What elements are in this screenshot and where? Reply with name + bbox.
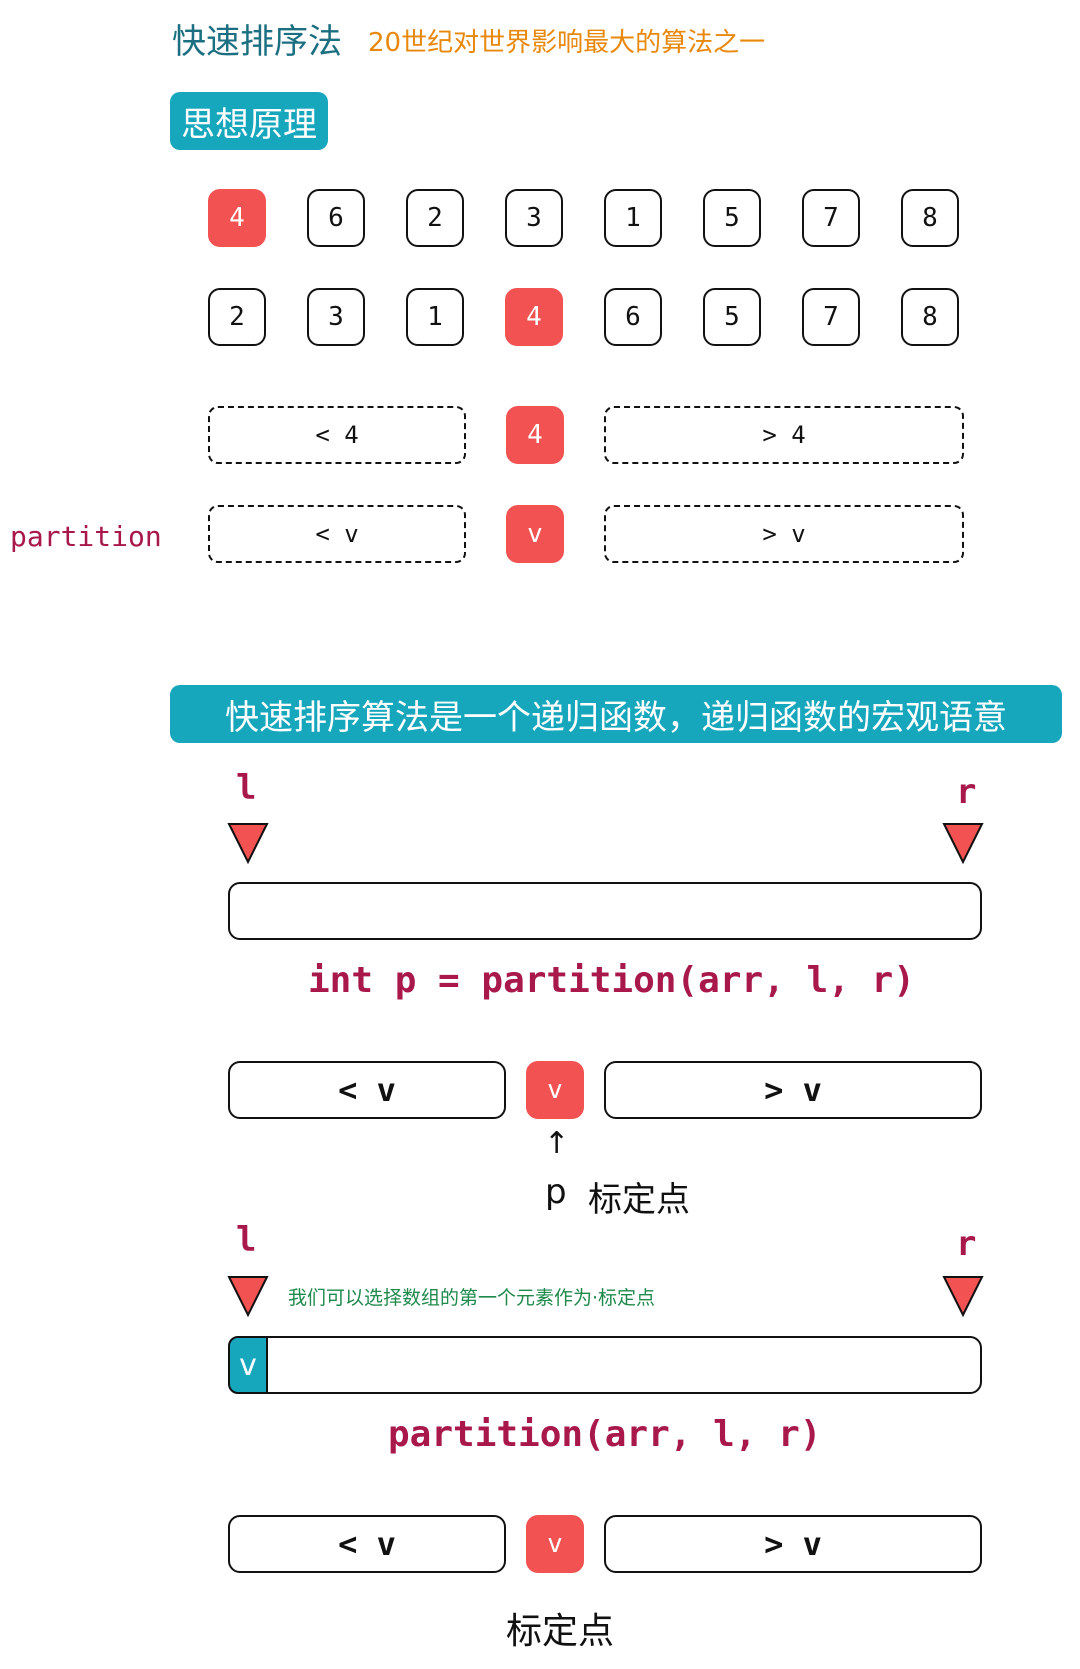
- r-pointer-icon: [942, 823, 984, 864]
- partition-label: partition: [10, 520, 162, 553]
- array-cell: 4: [505, 288, 563, 346]
- first-element-pivot-cell: v: [228, 1336, 268, 1394]
- array-range-bar: [228, 882, 982, 940]
- partition-left-region: < v: [228, 1515, 506, 1573]
- array-cell: 1: [604, 189, 662, 247]
- l-label: l: [236, 768, 257, 808]
- r-pointer-icon: [942, 1276, 984, 1317]
- array-cell: 3: [307, 288, 365, 346]
- pivot-caption: 标定点: [506, 1611, 615, 1652]
- partition-left-region: < v: [208, 505, 466, 563]
- up-arrow-icon: ↑: [544, 1126, 570, 1161]
- partition-right-region: > v: [604, 1515, 982, 1573]
- partition-right-region: > 4: [604, 406, 964, 464]
- array-cell: 3: [505, 189, 563, 247]
- array-cell: 2: [406, 189, 464, 247]
- array-cell: 7: [802, 189, 860, 247]
- page-title: 快速排序法: [172, 22, 342, 62]
- array-cell: 5: [703, 189, 761, 247]
- partition-right-region: > v: [604, 1061, 982, 1119]
- array-cell: 5: [703, 288, 761, 346]
- array-cell: 4: [208, 189, 266, 247]
- section-heading-recursion: 快速排序算法是一个递归函数，递归函数的宏观语意: [170, 685, 1062, 743]
- pivot-caption: 标定点: [588, 1180, 690, 1220]
- array-range-bar: [228, 1336, 982, 1394]
- p-label: p: [545, 1172, 567, 1212]
- section-heading-principle: 思想原理: [170, 92, 328, 150]
- partition-left-region: < 4: [208, 406, 466, 464]
- code-partition-call: int p = partition(arr, l, r): [308, 960, 915, 1001]
- pivot-cell: 4: [506, 406, 564, 464]
- array-cell: 2: [208, 288, 266, 346]
- pivot-cell: v: [526, 1061, 584, 1119]
- pivot-cell: v: [506, 505, 564, 563]
- pivot-cell: v: [526, 1515, 584, 1573]
- array-cell: 6: [604, 288, 662, 346]
- r-label: r: [956, 1224, 977, 1264]
- array-cell: 1: [406, 288, 464, 346]
- partition-left-region: < v: [228, 1061, 506, 1119]
- array-cell: 7: [802, 288, 860, 346]
- array-cell: 6: [307, 189, 365, 247]
- l-pointer-icon: [227, 1276, 269, 1317]
- array-cell: 8: [901, 288, 959, 346]
- array-cell: 8: [901, 189, 959, 247]
- l-pointer-icon: [227, 823, 269, 864]
- array-row-1: 4 6 2 3 1 5 7 8: [208, 189, 968, 249]
- l-label: l: [236, 1220, 257, 1260]
- r-label: r: [956, 772, 977, 812]
- code-partition-call: partition(arr, l, r): [388, 1414, 822, 1455]
- partition-right-region: > v: [604, 505, 964, 563]
- array-row-2: 2 3 1 4 6 5 7 8: [208, 288, 968, 348]
- page-subtitle: 20世纪对世界影响最大的算法之一: [368, 28, 766, 58]
- pivot-choice-note: 我们可以选择数组的第一个元素作为·标定点: [288, 1287, 656, 1309]
